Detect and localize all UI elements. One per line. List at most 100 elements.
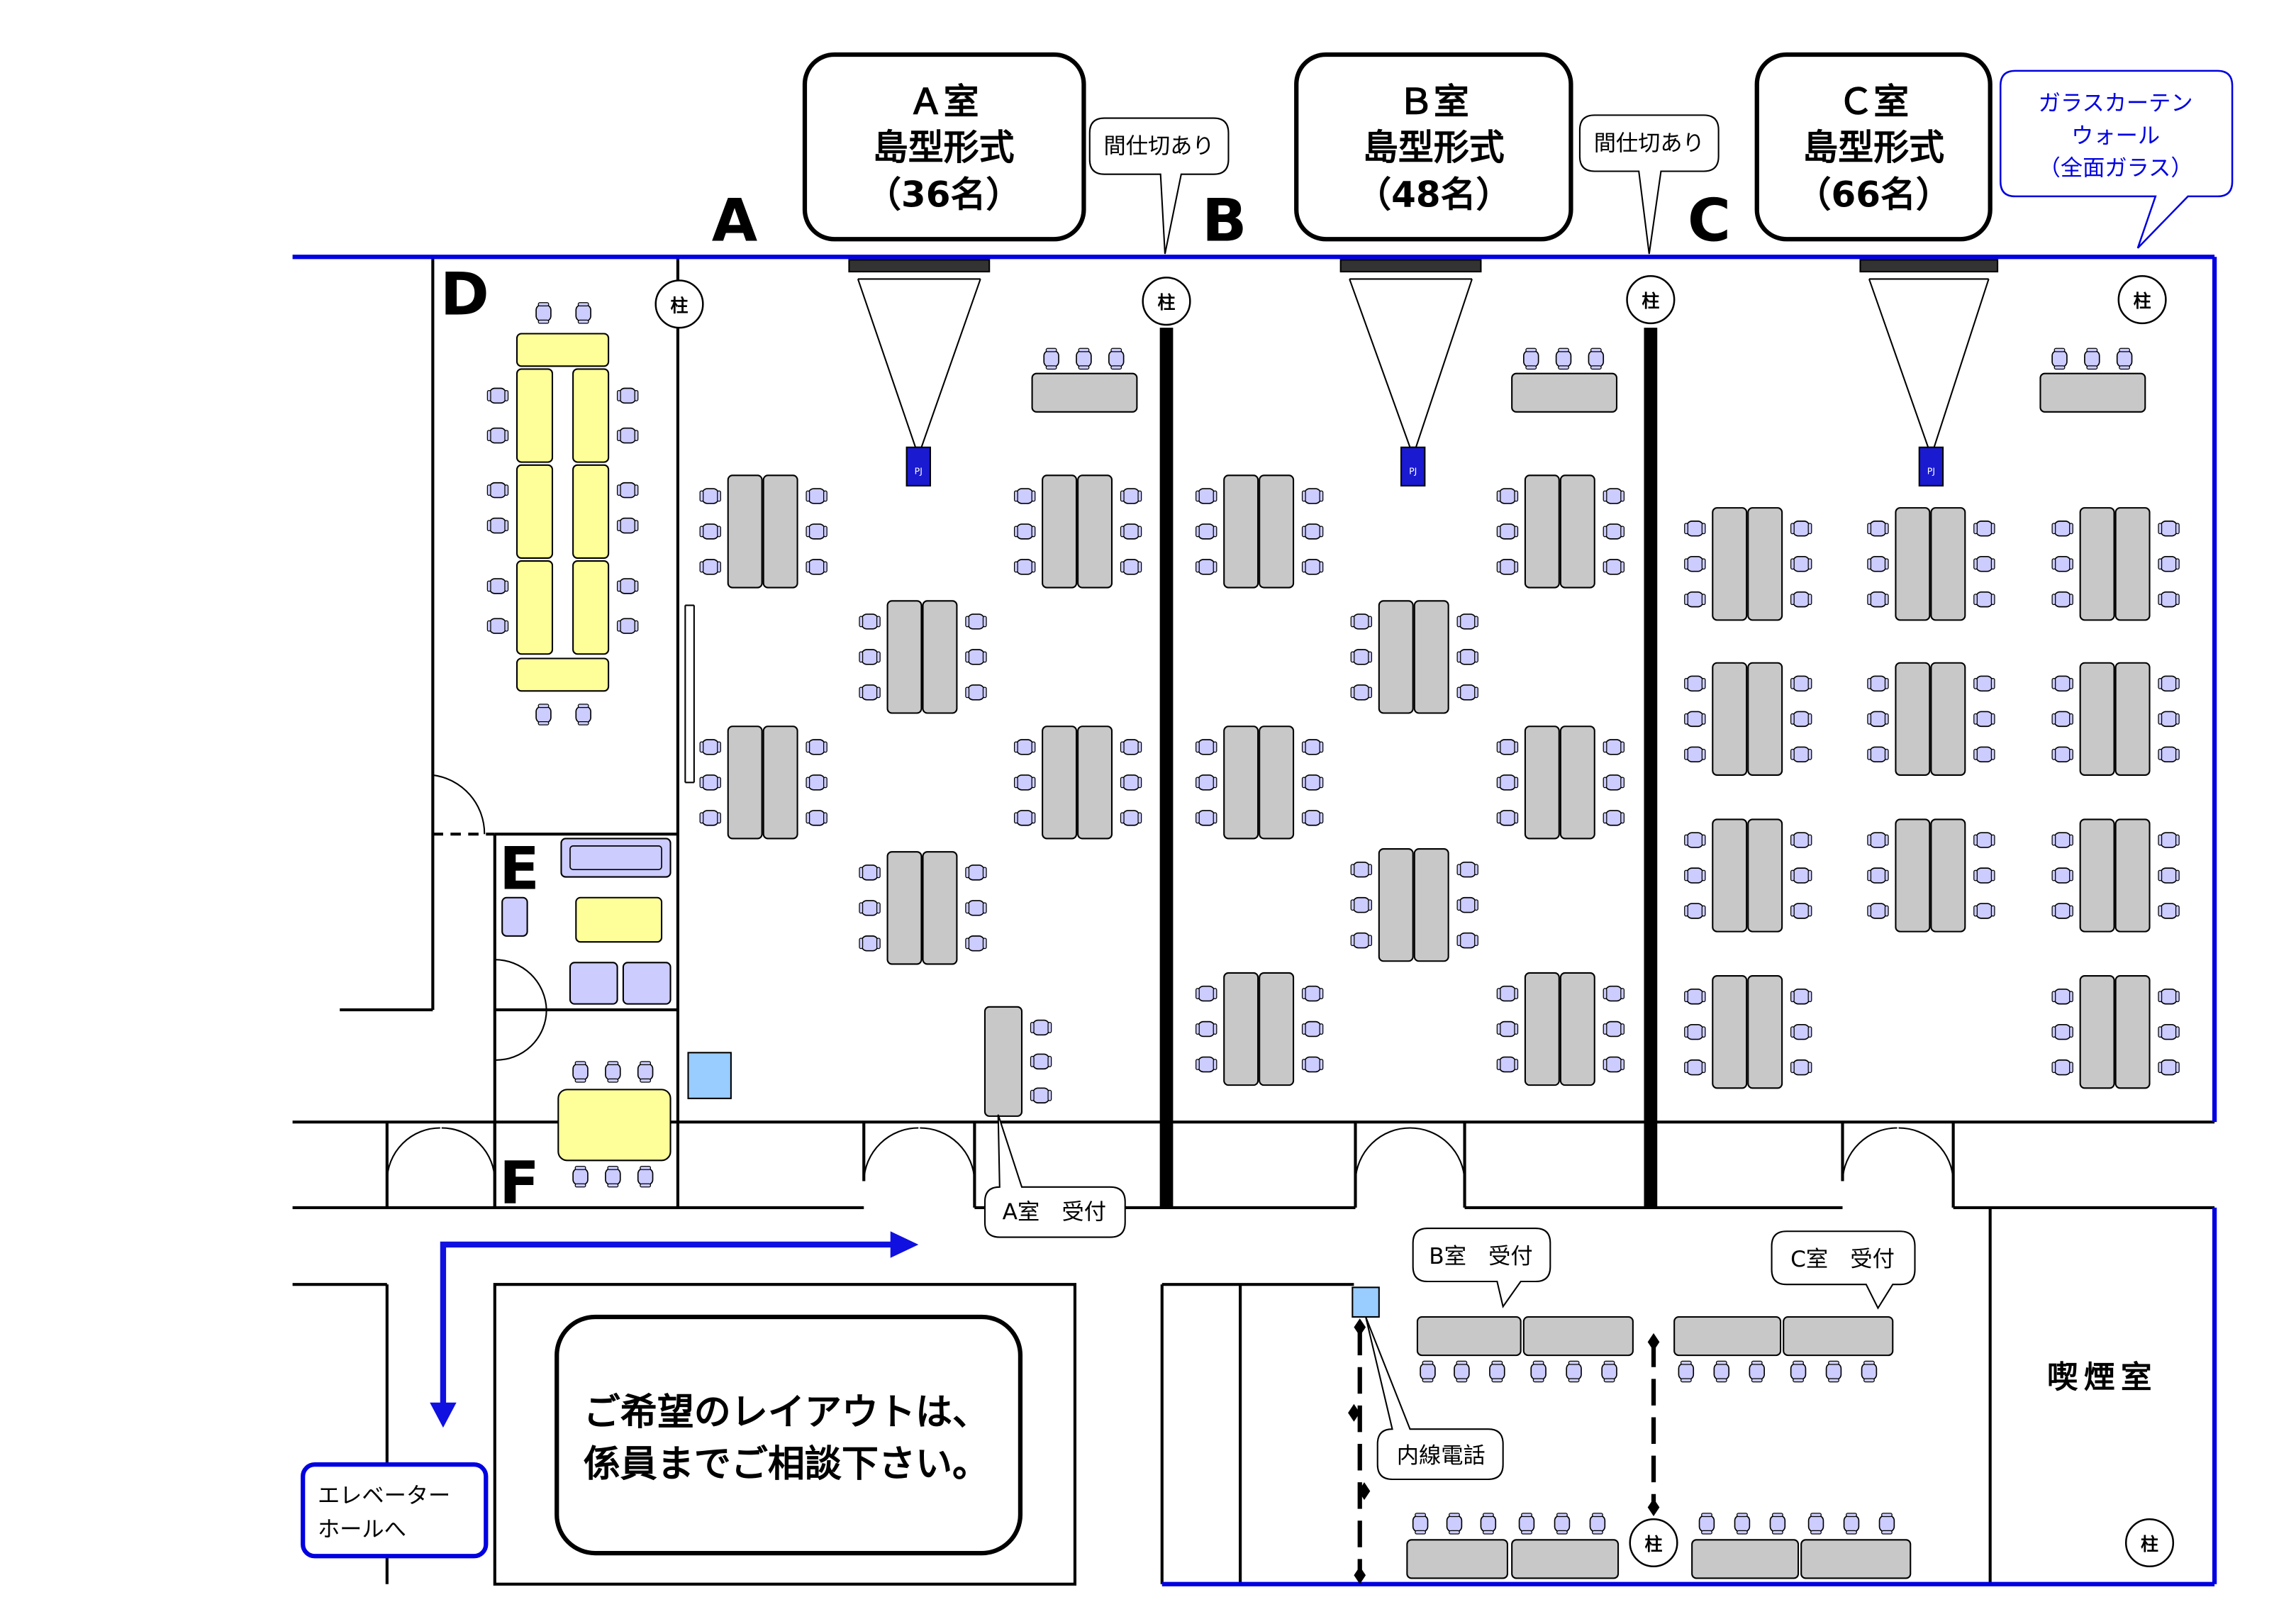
chair [1588, 347, 1605, 370]
chair [2051, 556, 2074, 572]
table-island [859, 600, 987, 714]
chair [1030, 1019, 1052, 1036]
chair [1603, 523, 1625, 540]
chair [859, 864, 881, 881]
chair [486, 482, 509, 499]
table [1747, 662, 1783, 776]
table [1511, 372, 1618, 413]
chair [616, 387, 639, 404]
chair [1301, 985, 1324, 1002]
table [1559, 725, 1595, 840]
glass-wall-line1: ガラスカーテン [2039, 91, 2193, 116]
chair [2158, 711, 2180, 728]
projector-label: PJ [915, 465, 923, 476]
chair [616, 578, 639, 594]
projector-screen: PJ [848, 259, 991, 486]
chair [1867, 867, 1889, 884]
chair [2158, 832, 2180, 848]
chair [1807, 1513, 1824, 1535]
table [1259, 474, 1295, 589]
chair [2051, 711, 2074, 728]
table [1559, 474, 1595, 589]
chair [2051, 832, 2074, 848]
room-b-reception-label: B室 受付 [1429, 1244, 1532, 1269]
chair [572, 1165, 589, 1188]
chair [1350, 684, 1373, 701]
elevator-note-line1: エレベーター [318, 1483, 450, 1508]
smoking-room-label: 喫煙室 [2047, 1359, 2158, 1396]
chair [1867, 903, 1889, 919]
table [2114, 975, 2151, 1089]
chair [2158, 556, 2180, 572]
table [1413, 600, 1449, 714]
table [727, 725, 763, 840]
chair [1195, 559, 1217, 575]
chair [1043, 347, 1059, 370]
chair [1825, 1360, 1842, 1383]
room-letters: A B C D E F [440, 186, 1731, 1217]
chair [1790, 591, 1812, 608]
table-island [1683, 975, 1812, 1089]
chair [1195, 810, 1217, 826]
chair [1195, 488, 1217, 504]
chair [2158, 903, 2180, 919]
chair [1683, 746, 1706, 763]
chair [575, 301, 591, 324]
chair [1867, 711, 1889, 728]
chair [1566, 1360, 1582, 1383]
chair [1496, 739, 1519, 755]
room-a-capacity: （36名） [866, 174, 1021, 215]
chair [1412, 1513, 1429, 1535]
table [1930, 507, 1966, 621]
chair [2051, 903, 2074, 919]
room-letter-b: B [1202, 186, 1247, 255]
table [1930, 818, 1966, 933]
room-c-reception-callout: C室 受付 [1771, 1230, 1916, 1310]
chair [1195, 985, 1217, 1002]
table-island [699, 725, 828, 840]
chair [1013, 523, 1036, 540]
chair [1878, 1513, 1895, 1535]
glass-curtain-wall [292, 255, 2217, 1586]
chair [1749, 1360, 1765, 1383]
chair [637, 1060, 654, 1083]
room-b-capacity: （48名） [1356, 174, 1511, 215]
chair [1843, 1513, 1860, 1535]
room-b-title: Ｂ室 [1398, 81, 1469, 122]
table [1747, 507, 1783, 621]
chair [1120, 559, 1142, 575]
pillar: 柱 [2117, 275, 2167, 325]
room-letter-a: A [712, 186, 758, 255]
room-letter-e: E [499, 834, 540, 903]
chair [2051, 675, 2074, 692]
doors [386, 604, 1954, 1181]
table [1077, 474, 1113, 589]
chair [1496, 488, 1519, 504]
chair [1120, 774, 1142, 791]
chair [1973, 591, 1995, 608]
chair [637, 1165, 654, 1188]
chair [806, 559, 828, 575]
chair [1350, 649, 1373, 665]
chair [1456, 613, 1479, 630]
table [1559, 972, 1595, 1086]
chair [965, 935, 987, 952]
chair [1603, 810, 1625, 826]
chair [1195, 1056, 1217, 1073]
chair [1683, 867, 1706, 884]
chair [1683, 1023, 1706, 1040]
table [2079, 975, 2115, 1089]
partition-callout-ab: 間仕切あり [1088, 117, 1230, 255]
chair [1861, 1360, 1878, 1383]
table [1895, 662, 1931, 776]
chair [1973, 746, 1995, 763]
table-island [1195, 725, 1324, 840]
room-a-title-box: Ａ室 島型形式 （36名） [802, 52, 1086, 242]
room-a-layout: 島型形式 [873, 127, 1015, 168]
room-e-furniture [501, 838, 671, 1005]
pillar-label: 柱 [671, 295, 689, 316]
chair [1456, 684, 1479, 701]
chair [1301, 810, 1324, 826]
pillar-label: 柱 [1645, 1534, 1663, 1555]
